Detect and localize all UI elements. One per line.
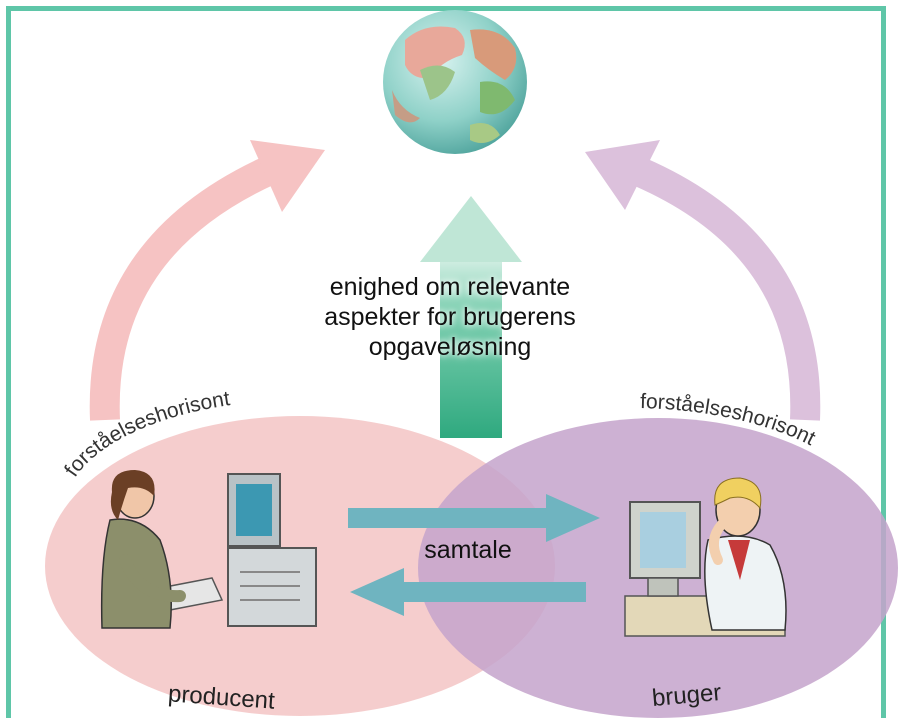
man-at-computer-icon [624, 477, 787, 637]
agreement-arrow [420, 196, 522, 438]
dialogue-label: samtale [424, 536, 512, 564]
globe-icon [383, 10, 527, 154]
right-horizon-arc [585, 140, 821, 421]
diagram-frame [6, 6, 886, 718]
agreement-caption-line1: enighed om relevante [329, 273, 571, 301]
agreement-caption: enighed om relevante aspekter for bruger… [300, 272, 600, 362]
dialogue-arrow-left [350, 568, 586, 616]
agreement-caption-line2: aspekter for brugerens [324, 303, 576, 331]
woman-at-computer-icon [100, 470, 317, 629]
dialogue-arrow-right [348, 494, 600, 542]
agreement-caption-line3: opgaveløsning [368, 333, 532, 361]
left-horizon-arc [89, 140, 325, 421]
